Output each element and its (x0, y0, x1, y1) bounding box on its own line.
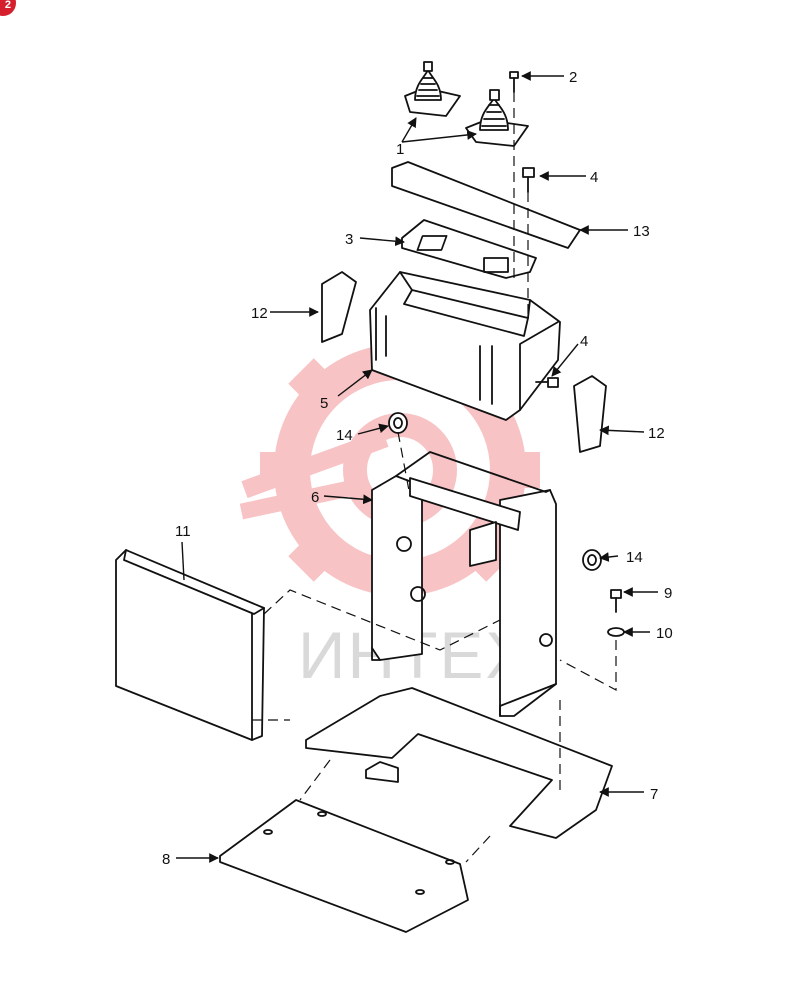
callout-13: 13 (633, 223, 650, 240)
side-pad-right (573, 375, 607, 453)
boot-left (404, 61, 461, 117)
callout-labels: 1 2 3 4 4 5 6 7 8 9 10 11 12 12 13 14 14 (162, 69, 673, 868)
bolt-side (535, 377, 559, 388)
callout-12-left: 12 (251, 305, 268, 322)
callout-5: 5 (320, 395, 328, 412)
side-pad-left (321, 271, 357, 343)
callout-9: 9 (664, 585, 672, 602)
leader-lines (176, 71, 658, 863)
callout-4-side: 4 (580, 333, 588, 350)
callout-1: 1 (396, 141, 404, 158)
floor-plate (305, 687, 613, 839)
boot-right (465, 89, 529, 147)
console-housing (369, 271, 561, 421)
callout-8: 8 (162, 851, 170, 868)
grommet-upper (388, 412, 408, 434)
frame (371, 451, 557, 717)
bolt-upper (522, 167, 535, 193)
callout-12-right: 12 (648, 425, 665, 442)
side-panel (115, 549, 265, 741)
washer (607, 627, 625, 637)
page-badge: 2 (0, 0, 16, 16)
callout-14-upper: 14 (336, 427, 353, 444)
screw (509, 71, 519, 93)
cover-plate (391, 161, 581, 249)
callout-2: 2 (569, 69, 577, 86)
bracket-plate (401, 219, 537, 279)
callout-14-lower: 14 (626, 549, 643, 566)
alignment-lines (252, 92, 617, 863)
callout-11: 11 (175, 523, 191, 540)
bottom-plate (219, 799, 469, 933)
callout-10: 10 (656, 625, 673, 642)
callout-7: 7 (650, 786, 658, 803)
callout-6: 6 (311, 489, 319, 506)
callout-3: 3 (345, 231, 353, 248)
cap-screw (610, 589, 622, 613)
grommet-lower (582, 549, 602, 571)
callout-4-upper: 4 (590, 169, 598, 186)
